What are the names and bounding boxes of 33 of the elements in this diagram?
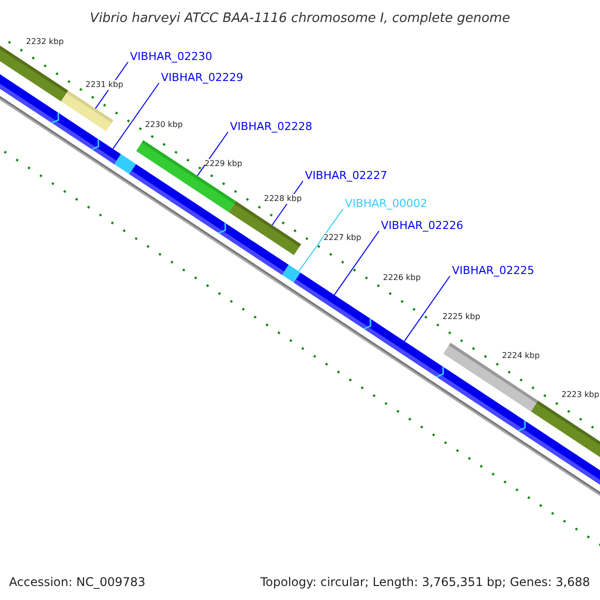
scale-label: 2228 kbp xyxy=(264,194,302,204)
gene-bar xyxy=(518,420,600,485)
title: Vibrio harveyi ATCC BAA-1116 chromosome I, complete genome xyxy=(88,10,512,28)
leader-line xyxy=(196,132,228,176)
gene-bar xyxy=(0,74,58,123)
gene-bar xyxy=(51,112,98,150)
gene-bar xyxy=(218,222,289,275)
gene-label: VIBHAR_02229 xyxy=(161,71,244,85)
scale-label: 2227 kbp xyxy=(324,233,362,244)
gene-bar xyxy=(436,366,525,431)
scale-label: 2223 kbp xyxy=(562,390,600,400)
gene-label: VIBHAR_02230 xyxy=(130,50,212,64)
scale-label: 2224 kbp xyxy=(502,351,540,362)
gene-bar xyxy=(294,272,370,329)
gene-bar xyxy=(364,318,444,377)
gene-label: VIBHAR_00002 xyxy=(345,197,428,211)
gene-label: VIBHAR_02228 xyxy=(230,120,312,134)
gene-label: VIBHAR_02226 xyxy=(381,219,464,233)
gene-bar xyxy=(92,139,121,164)
leader-line xyxy=(112,82,160,150)
leader-line xyxy=(334,230,380,296)
scale-label: 2225 kbp xyxy=(442,312,480,322)
scale-label: 2232 kbp xyxy=(26,37,64,47)
gene-label: VIBHAR_02227 xyxy=(305,169,388,183)
scale-label: 2231 kbp xyxy=(86,80,124,90)
leader-line xyxy=(298,208,344,272)
scale-label: 2226 kbp xyxy=(383,272,421,283)
leader-line xyxy=(404,276,450,342)
accession-text: Accession: NC_009783 xyxy=(9,574,146,591)
scale-label: 2229 kbp xyxy=(204,158,242,169)
scale-label: 2230 kbp xyxy=(145,120,183,130)
gene-label: VIBHAR_02225 xyxy=(452,264,534,278)
genome-info-text: Topology: circular; Length: 3,765,351 bp; Genes: 3,688 xyxy=(260,574,590,591)
